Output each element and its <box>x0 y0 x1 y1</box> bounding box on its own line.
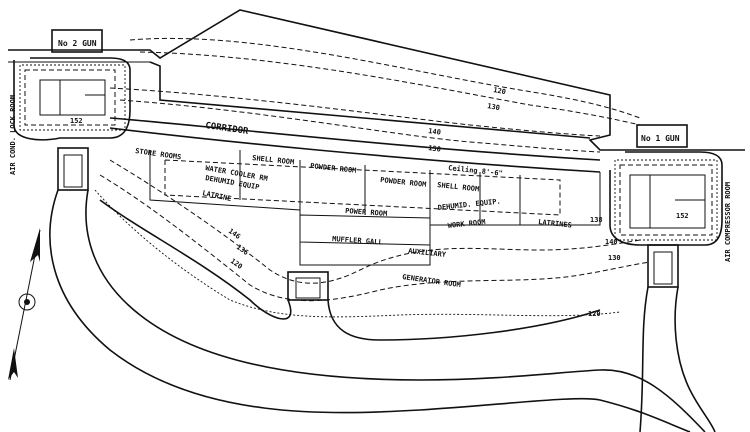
contour-130-top-label: 130 <box>487 102 501 112</box>
right-tunnel-b <box>674 286 716 432</box>
dehumid-right-label: DEHUMID. EQUIP. <box>437 197 501 212</box>
contour-120-left-label: 120 <box>229 257 244 271</box>
power-room-label: POWER ROOM <box>345 207 388 218</box>
corridor-north-wall <box>109 117 601 161</box>
left-tunnel-inner <box>85 189 706 432</box>
compass-center-icon <box>24 299 30 305</box>
gun-1-pit <box>609 151 723 246</box>
gun-1-ring <box>614 159 718 241</box>
contour-152-left-label: 152 <box>70 117 83 125</box>
ceiling-note: Ceiling 8'-6" <box>448 164 503 178</box>
contour-130-right-label: 130 <box>608 254 621 262</box>
left-portal-door <box>63 154 83 188</box>
latrines-right-label: LATRINES <box>538 218 572 229</box>
contour-150-top <box>119 99 601 153</box>
contour-138-right-label: 138 <box>590 216 603 224</box>
generator-room-label: GENERATOR ROOM <box>402 273 462 289</box>
gun-2-label: No 2 GUN <box>58 39 97 48</box>
corridor-label: CORRIDOR <box>205 121 250 137</box>
north-arrow-shaft <box>9 229 41 381</box>
center-portal-door <box>295 277 321 299</box>
gun-1-mount <box>636 124 688 148</box>
contour-wave-3 <box>94 189 621 318</box>
store-room-label: STORE ROOMS <box>135 147 182 161</box>
contour-150-label: 150 <box>428 144 442 154</box>
left-portal <box>57 147 89 191</box>
air-cond-room-label: AIR COND. LOCK ROOM <box>9 95 17 175</box>
gun-1-label: No 1 GUN <box>641 134 680 143</box>
gun-2-mount <box>51 29 103 53</box>
magazine-block <box>149 150 601 266</box>
powder-room-right-label: POWDER ROOM <box>380 176 427 189</box>
contour-120-bottom-label: 120 <box>588 310 601 318</box>
contour-wave-1 <box>109 159 641 284</box>
shell-room-right-label: SHELL ROOM <box>437 181 480 193</box>
powder-room-left-label: POWDER ROOM <box>310 162 357 175</box>
right-tunnel-a <box>639 286 649 432</box>
work-room-label: WORK ROOM <box>447 218 486 230</box>
cover-outline <box>8 9 745 151</box>
contour-140-top <box>109 87 601 137</box>
right-portal <box>647 244 679 288</box>
center-tunnel-left <box>99 199 292 320</box>
auxiliary-label: AUXILIARY <box>408 247 447 259</box>
corridor-south-wall <box>109 127 601 173</box>
contour-wave-2 <box>99 174 651 302</box>
left-tunnel-outer <box>49 189 691 432</box>
contour-120-top <box>129 37 641 119</box>
contour-146-left-label: 146 <box>227 227 242 241</box>
north-arrow-icon <box>30 228 40 262</box>
gun-1-inner <box>619 164 713 236</box>
air-compressor-room-label: AIR COMPRESSOR ROOM <box>724 182 732 262</box>
room-dividers <box>239 150 521 225</box>
right-portal-door <box>653 251 673 285</box>
contour-130-top <box>139 51 641 126</box>
south-arrow-icon <box>8 348 18 380</box>
contour-152-right-label: 152 <box>676 212 689 220</box>
contour-140-label: 140 <box>428 127 442 137</box>
muffler-label: MUFFLER GALL <box>332 235 383 247</box>
latrine-left-label: LATRINE <box>202 189 233 203</box>
gun-2-pit <box>13 57 131 141</box>
compass-icon <box>18 293 36 311</box>
power-room-walls <box>299 214 431 246</box>
contour-140-right-label: 140 <box>605 238 618 246</box>
gun-2-inner <box>24 69 116 126</box>
center-portal <box>287 271 329 301</box>
parapet-line <box>149 61 591 139</box>
gun-1-rooms <box>629 174 706 229</box>
contour-136-left-label: 136 <box>235 243 250 257</box>
center-tunnel-right <box>327 299 601 341</box>
gun-2-rooms <box>39 79 106 116</box>
contour-120-top-label: 120 <box>493 86 507 96</box>
shell-room-left-label: SHELL ROOM <box>252 154 295 166</box>
